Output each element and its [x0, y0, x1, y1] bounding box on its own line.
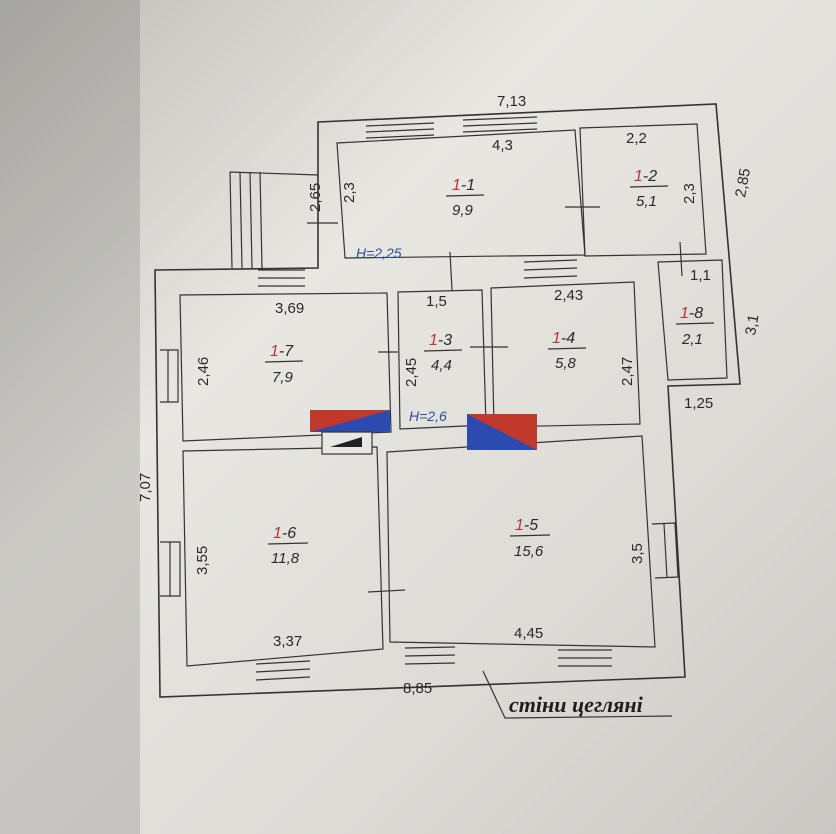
svg-text:5,8: 5,8	[555, 355, 577, 372]
room-1-1: 1-1 9,9 4,3 2,3	[341, 137, 513, 219]
svg-text:1-3: 1-3	[429, 332, 452, 349]
dim-porch-height: 2,65	[307, 183, 324, 212]
svg-text:1-7: 1-7	[270, 343, 294, 360]
height-label-1: H=2,25	[356, 245, 402, 261]
door-marks	[307, 206, 683, 593]
room-1-5: 1-5 15,6 4,45 3,5	[509, 517, 646, 642]
svg-text:4,4: 4,4	[431, 357, 452, 374]
svg-text:1-1: 1-1	[452, 177, 475, 194]
svg-text:2,46: 2,46	[195, 357, 212, 386]
svg-text:2,47: 2,47	[619, 357, 636, 386]
dim-right-lower: 3,1	[742, 313, 762, 336]
svg-text:1-8: 1-8	[680, 305, 703, 322]
room-1-7: 1-7 7,9 3,69 2,46	[195, 300, 304, 386]
svg-text:2,45: 2,45	[403, 358, 420, 387]
svg-text:4,3: 4,3	[492, 137, 513, 154]
svg-text:11,8: 11,8	[271, 550, 300, 567]
svg-text:9,9: 9,9	[452, 202, 474, 219]
svg-text:1-4: 1-4	[552, 330, 575, 347]
dim-bottom-width: 8,85	[403, 680, 432, 697]
paper-shadow-left	[0, 0, 140, 834]
room-1-6: 1-6 11,8 3,37 3,55	[194, 525, 309, 650]
svg-text:2,3: 2,3	[681, 183, 698, 204]
dim-top-width: 7,13	[497, 93, 526, 110]
svg-text:1,1: 1,1	[690, 267, 711, 284]
outer-wall	[154, 103, 741, 698]
svg-text:15,6: 15,6	[514, 543, 544, 560]
svg-text:2,2: 2,2	[626, 130, 647, 147]
svg-text:1-5: 1-5	[515, 517, 538, 534]
walls	[154, 103, 741, 698]
wall-material-note: стіни цегляні	[509, 692, 644, 717]
note-leader	[482, 670, 673, 719]
stove-right	[467, 414, 537, 450]
room-1-8: 1-8 2,1 1,1	[675, 267, 715, 348]
room-1-2: 1-2 5,1 2,2 2,3	[626, 130, 698, 210]
height-label-2: H=2,6	[409, 408, 447, 424]
svg-text:3,55: 3,55	[194, 546, 211, 575]
dim-right-depth: 2,85	[732, 167, 754, 199]
dim-bottom-right: 1,25	[684, 395, 713, 412]
stove-left	[310, 410, 390, 455]
svg-text:2,1: 2,1	[681, 331, 703, 348]
svg-text:7,9: 7,9	[272, 369, 294, 386]
room-1-3: 1-3 4,4 1,5 2,45	[403, 293, 463, 387]
room-1-4: 1-4 5,8 2,43 2,47	[547, 287, 636, 386]
svg-text:3,69: 3,69	[275, 300, 304, 317]
svg-text:5,1: 5,1	[636, 193, 657, 210]
svg-text:2,43: 2,43	[554, 287, 583, 304]
svg-text:2,3: 2,3	[341, 182, 358, 203]
svg-text:4,45: 4,45	[514, 625, 543, 642]
svg-text:1-2: 1-2	[634, 168, 657, 185]
svg-text:1-6: 1-6	[273, 525, 296, 542]
windows	[160, 116, 679, 681]
svg-text:1,5: 1,5	[426, 293, 447, 310]
svg-text:3,5: 3,5	[629, 543, 646, 564]
dim-left-height: 7,07	[137, 473, 154, 502]
svg-text:3,37: 3,37	[273, 633, 302, 650]
